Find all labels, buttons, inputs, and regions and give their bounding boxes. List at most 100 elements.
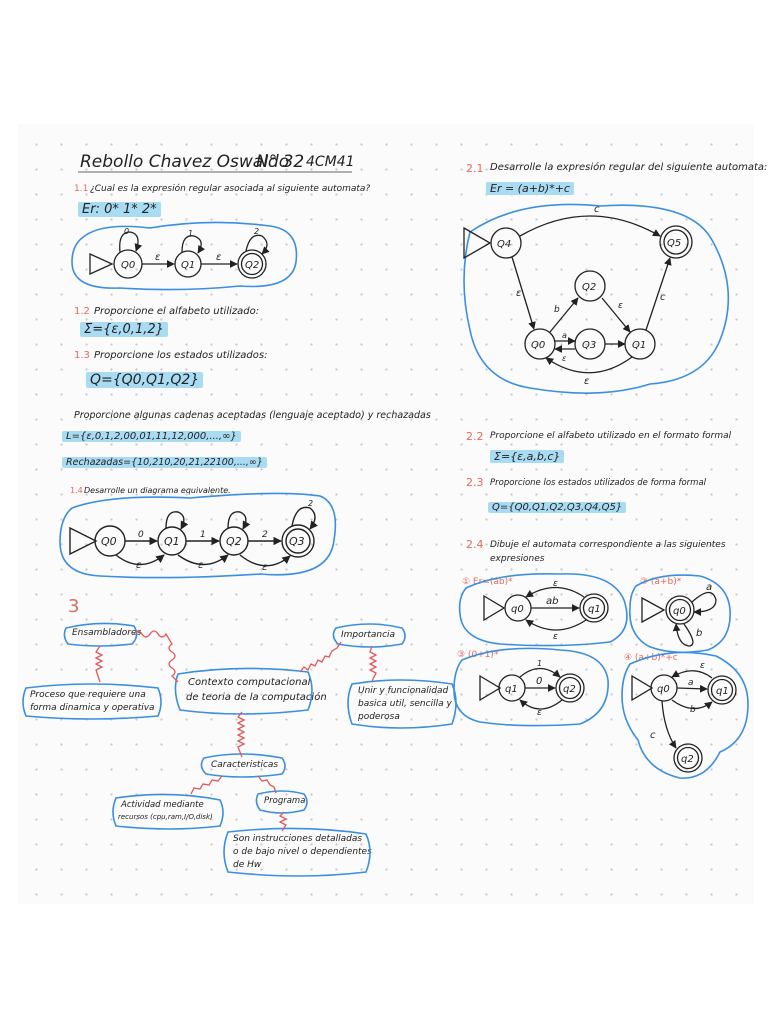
edge-q1-q5-2-1 [645,257,672,331]
start-triangle-2-1 [463,226,492,260]
rejected-strings: Rechazadas={10,210,20,21,22100,...,∞} [62,457,267,468]
node-ensambladores-desc-2: forma dinamica y operativa [30,703,155,713]
q1-3-text: Proporcione los estados utilizados: [94,350,268,361]
q2-1-answer: Er = (a+b)*+c [486,182,574,195]
box-programa [255,790,308,814]
state-q4-2-1 [490,227,522,259]
notebook-page [18,124,754,904]
node-actividad-2: recursos (cpu,ram,I/O,disk) [118,813,213,821]
state-q1-exp-1-inner [582,596,606,620]
box-center [174,667,313,715]
sym-0-1-1: 0 [124,227,129,236]
connector-center-caracteristicas [236,711,246,758]
sym-a-2-1: a [562,331,567,340]
lang-question: Proporcione algunas cadenas aceptadas (l… [74,410,431,421]
sym-eps-q4-2-1: ε [516,288,522,299]
box-importancia-desc [347,679,457,729]
sym-b-2-1: b [554,305,560,315]
sym-2-loop-1-4: 2 [308,499,313,508]
label-q0-1-4: Q0 [101,535,117,548]
start-triangle-1-4 [69,526,98,556]
label-q2-1-1: Q2 [245,260,259,271]
connector-caract-actividad [190,775,223,795]
state-q1-exp-4 [707,675,737,705]
sym-eps-b-1-1: ε [216,252,222,263]
sym-eps-exp-4: ε [700,661,705,671]
box-actividad [112,793,224,830]
sym-eps-c-1-4: ε [262,562,268,573]
label-q0-exp-1: q0 [511,604,524,615]
cloud-exp-3 [453,647,609,727]
state-q2-exp-4-inner [676,746,700,770]
loop-q1-1-1 [181,235,205,254]
connector-programa-desc [278,811,288,832]
label-q1-exp-3: q1 [505,684,518,695]
connector-caract-programa [257,775,277,794]
edge-q0-q2-2-1 [549,297,579,333]
sym-2-1-1: 2 [254,227,259,236]
label-q2-2-1: Q2 [582,282,596,293]
cloud-exp-4 [621,651,749,779]
state-q2-exp-3-inner [558,676,582,700]
sym-c-top-2-1: c [594,204,600,215]
start-triangle-exp-2 [641,596,666,624]
edge-q2-q1-2-1 [601,297,631,333]
edge-bot-exp-4 [671,699,713,710]
node-ensambladores-desc-1: Proceso que requiere una [30,690,146,700]
connector-ensambladores-desc [94,645,104,683]
state-q3-1-4-inner [285,528,311,554]
node-importancia-desc-1: Unir y funcionalidad [358,686,449,696]
label-q0-1-1: Q0 [121,260,135,271]
sym-eps-q2-2-1: ε [618,301,623,311]
label-q2-exp-3: q2 [563,684,576,695]
q2-1-text: Desarrolle la expresión regular del sigu… [490,162,768,173]
start-triangle-exp-3 [479,674,502,702]
q1-4-number: 1.4 [70,486,83,495]
edge-q4-q0-2-1 [511,256,536,330]
box-ensambladores-desc [22,683,162,720]
loop-q0-1-1 [119,231,143,253]
label-q1-2-1: Q1 [632,340,646,351]
state-q3-1-4 [281,524,315,558]
label-q4-2-1: Q4 [497,239,511,250]
edge-q0-q1-exp-4 [676,684,708,693]
connector-importancia-desc [368,645,378,682]
box-caracteristicas [200,753,286,778]
label-q1-exp-1: q1 [588,604,601,615]
node-actividad-1: Actividad mediante [121,800,204,810]
label-q2-1-4: Q2 [226,535,242,548]
q2-2-answer: Σ={ε,a,b,c} [490,450,565,463]
label-q1-1-4: Q1 [164,535,180,548]
q2-4-text-2: expresiones [490,554,545,564]
q1-1-answer: Er: 0* 1* 2* [78,202,161,217]
sym-0-exp-3: 0 [536,676,542,687]
loop-b-exp-2 [672,623,694,647]
box-programa-desc [223,827,371,877]
label-q0-2-1: Q0 [531,340,545,351]
sym-eps-a-1-4: ε [136,560,142,571]
loop-q1-1-4 [165,511,189,530]
state-q1-exp-1 [579,593,609,623]
group-code: 4CM41 [306,154,355,170]
sym-eps-exp-3: ε [537,708,542,718]
sym-2-1-4: 2 [262,530,268,540]
edge-q1-q2-eps-1-4 [177,554,229,566]
loop-q3-1-4 [291,506,318,530]
edge-top-exp-3 [519,667,561,678]
box-ensambladores [63,622,138,647]
state-q5-2-1-inner [663,229,689,255]
q2-1-number: 2.1 [466,162,484,175]
sym-eps-top-exp-1: ε [553,579,558,589]
edge-q0-q2-exp-4 [661,700,677,749]
state-q2-1-1 [237,249,267,279]
state-q0-2-1 [524,328,556,360]
expression-4: ④ (a+b)*+c [624,653,678,663]
q2-2-number: 2.2 [466,430,484,443]
accepted-strings: L={ε,0,1,2,00,01,11,12,000,...,∞} [62,431,241,442]
sym-1-1-4: 1 [200,530,206,540]
sym-eps-bot-exp-1: ε [553,632,558,642]
q1-2-number: 1.2 [74,306,90,317]
sym-b-exp-2: b [696,628,702,639]
